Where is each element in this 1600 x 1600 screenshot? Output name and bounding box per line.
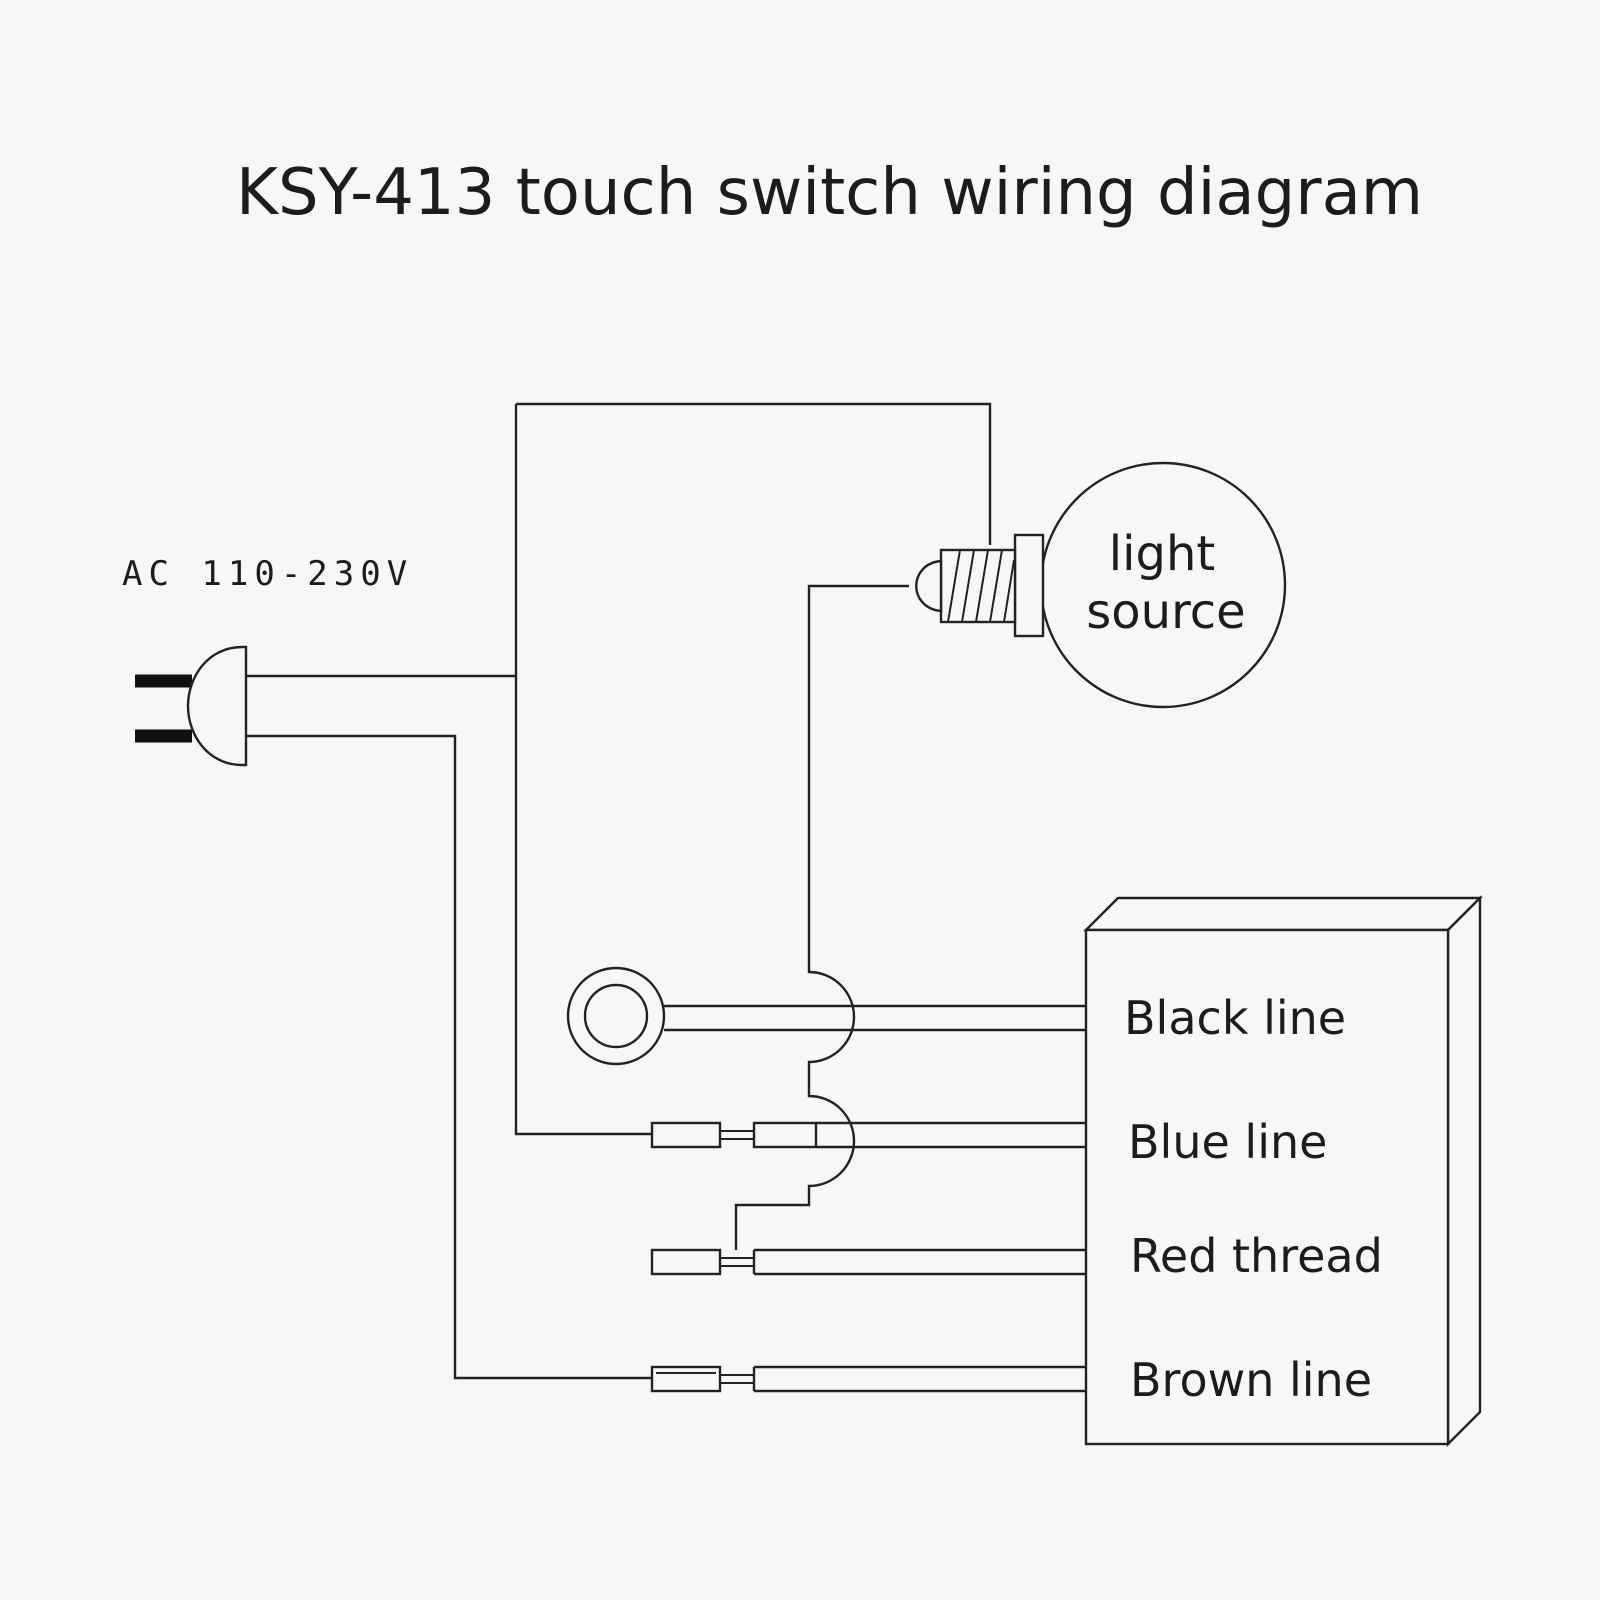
module-side-face xyxy=(1446,895,1482,1447)
light-bulb: light source xyxy=(915,461,1287,709)
red-connector-left xyxy=(650,1248,722,1276)
diagram-title: KSY-413 touch switch wiring diagram xyxy=(236,156,1423,230)
light-label-line1: light xyxy=(1109,526,1215,582)
voltage-label: AC 110-230V xyxy=(122,554,413,594)
lamp-return-wire xyxy=(734,584,909,1250)
touch-sensor-ring xyxy=(566,966,666,1066)
bulb-threads xyxy=(947,549,1015,623)
touch-ring-inner xyxy=(583,983,649,1049)
bulb-collar xyxy=(1013,533,1045,638)
switch-module: Black line Blue line Red thread Brown li… xyxy=(1083,895,1483,1447)
brown-wire xyxy=(650,1365,1086,1393)
live-wire xyxy=(246,402,992,1136)
touch-ring-outer xyxy=(566,966,666,1066)
red-thread-label: Red thread xyxy=(1130,1229,1383,1283)
module-front-face xyxy=(1084,928,1450,1446)
module-top-face xyxy=(1083,896,1483,932)
red-wire xyxy=(650,1248,1086,1276)
brown-connector-left xyxy=(650,1365,722,1393)
bulb-contact-tip xyxy=(915,559,943,613)
brown-line-label: Brown line xyxy=(1130,1353,1372,1407)
power-plug: AC 110-230V xyxy=(122,554,413,767)
blue-wire xyxy=(650,1121,1086,1149)
light-label-line2: source xyxy=(1086,584,1245,640)
blue-connector-left xyxy=(650,1121,722,1149)
neutral-wire xyxy=(246,734,652,1380)
black-wire xyxy=(664,1004,1086,1032)
blue-connector-right xyxy=(752,1121,818,1149)
black-line-label: Black line xyxy=(1124,991,1346,1045)
blue-line-label: Blue line xyxy=(1128,1115,1327,1169)
plug-head xyxy=(186,645,248,767)
